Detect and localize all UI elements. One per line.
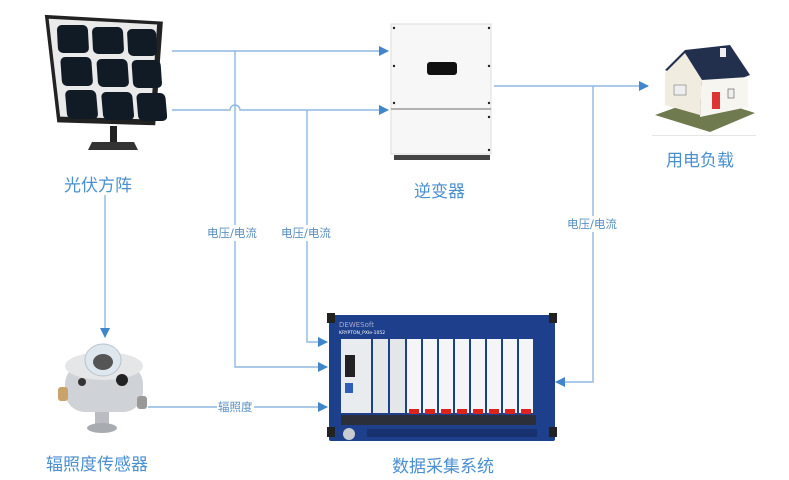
edge-label-pv-ac: 电压/电流 [280,225,332,241]
house-icon [655,45,755,132]
pyranometer-icon [58,343,147,433]
daq-label: 数据采集系统 [392,457,494,477]
load-label: 用电负载 [666,151,734,171]
edge-label-load: 电压/电流 [566,216,618,232]
irradiance-sensor-label: 辐照度传感器 [46,455,148,475]
daq-chassis-icon: DEWESoft KRYPTON_PXIe-1052 [327,313,557,441]
inverter-node [390,22,494,162]
edge-ac-to-daq [306,110,328,347]
edge-label-pv-dc: 电压/电流 [206,225,258,241]
divider [652,135,756,136]
edge-load-to-daq [555,86,594,387]
irradiance-sensor-node [55,342,150,442]
daq-node: DEWESoft KRYPTON_PXIe-1052 [327,307,557,449]
daq-model: KRYPTON_PXIe-1052 [339,330,385,336]
edge-pv-dc-to-daq [234,51,328,372]
edge-label-irradiance: 辐照度 [217,399,254,415]
inverter-label: 逆变器 [414,182,465,202]
inverter-icon [390,23,492,160]
pv-array-label: 光伏方阵 [64,176,132,196]
load-node [650,35,760,135]
pv-array-node [42,12,168,152]
solar-panel-icon [44,14,168,150]
daq-brand: DEWESoft [339,321,374,329]
edge-pv-inverter-bottom [172,104,389,115]
